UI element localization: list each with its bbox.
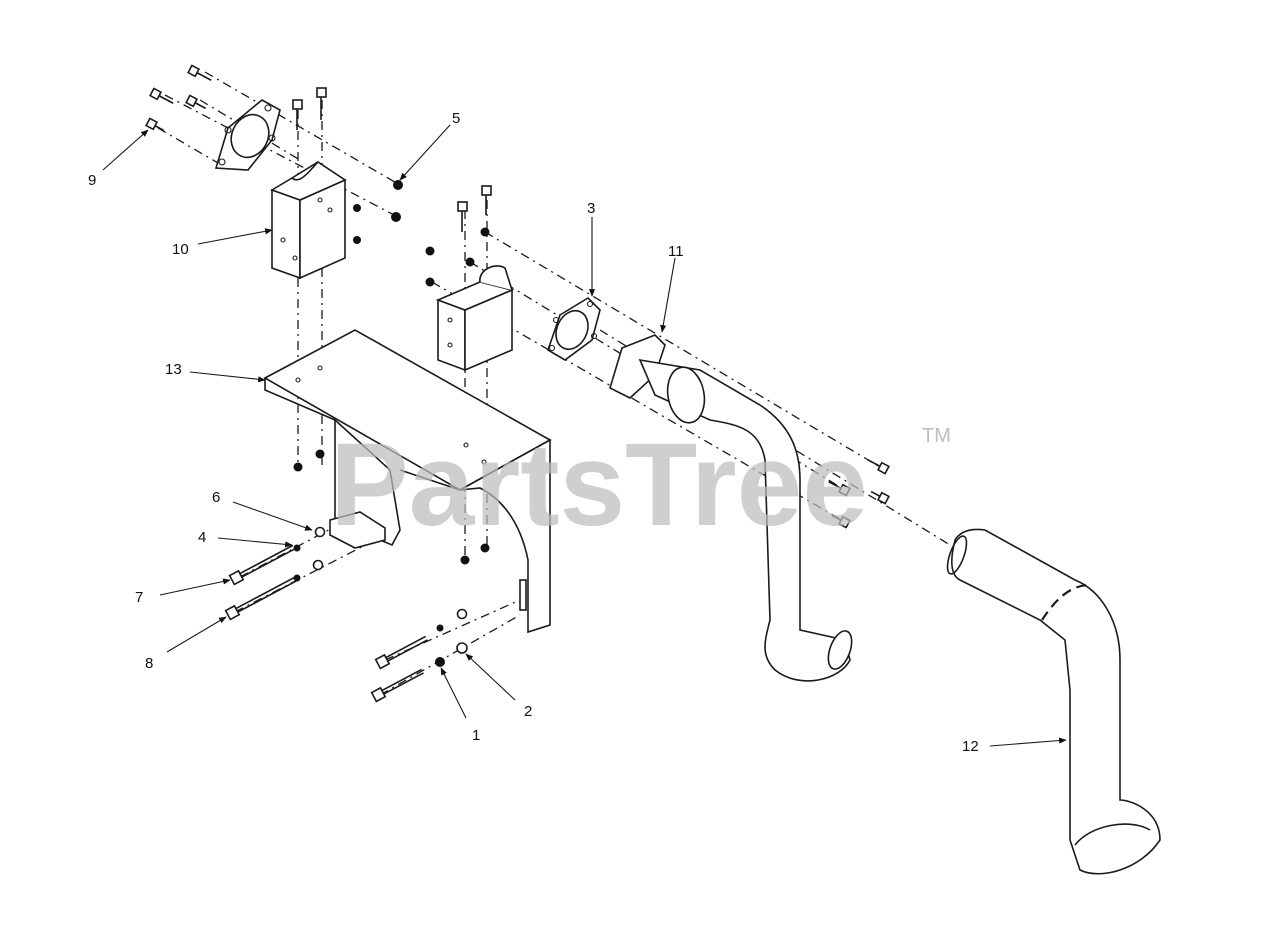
bolt-9c [185,94,207,110]
bolt-9a [187,64,212,81]
bolt-lower [370,668,424,703]
watermark-text: PartsTree [330,419,868,551]
watermark-trademark: TM [922,425,951,447]
watermark: PartsTree TM [330,419,951,551]
callout-label-8: 8 [145,655,153,672]
callout-label-13: 13 [165,361,182,378]
callout-5: 5 [399,110,460,181]
callout-10: 10 [172,228,273,258]
bolt-right-2 [828,480,851,497]
bolt-vertical-2 [316,87,327,120]
bolt-vertical-3 [457,201,468,232]
callout-label-5: 5 [452,110,460,127]
callout-label-7: 7 [135,589,143,606]
bolt-9b [149,87,174,104]
callout-8: 8 [145,616,227,672]
callout-11: 11 [660,243,684,333]
callout-label-10: 10 [172,241,189,258]
bolts-right [828,458,890,529]
hardware-lower-left [224,511,386,621]
callout-7: 7 [135,578,231,606]
exhaust-pipe-11 [609,334,853,682]
callout-label-12: 12 [962,738,979,755]
callout-label-6: 6 [212,489,220,506]
callout-12: 12 [962,737,1067,755]
bolt-vertical-4 [481,185,492,215]
nuts-5 [391,180,403,222]
bracket-middle [425,185,515,372]
bolt-7 [228,544,296,586]
bolts-top-left [145,64,327,132]
callout-2: 2 [465,653,532,720]
bolt-right-4 [831,514,851,529]
bolt-9d [145,117,165,132]
bolt-vertical-1 [292,99,303,130]
bolt-right-1 [867,458,890,475]
callout-label-2: 2 [524,703,532,720]
callout-label-9: 9 [88,172,96,189]
callout-1: 1 [440,667,480,744]
callout-13: 13 [165,361,266,383]
callout-label-11: 11 [668,243,684,260]
callout-label-1: 1 [472,727,480,744]
bolt-right-3 [870,490,890,505]
bolt-upper [374,635,428,670]
callout-6: 6 [212,489,313,531]
callout-3: 3 [587,200,595,297]
callout-9: 9 [88,129,149,189]
muffler-12 [946,528,1161,875]
hardware-lower-right [370,608,468,703]
gasket-top [214,99,281,171]
bolt-8 [224,574,300,621]
callout-label-3: 3 [587,200,595,217]
callout-4: 4 [198,529,293,548]
bracket-10 [270,161,361,280]
gasket-3 [547,296,601,361]
callout-label-4: 4 [198,529,206,546]
callouts: 5 9 10 3 11 13 6 4 [88,110,1067,755]
